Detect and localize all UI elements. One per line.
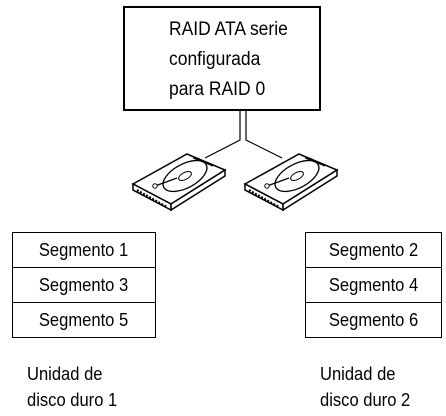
cable-to-drive-2 [245, 111, 283, 159]
table-row: Segmento 4 [305, 267, 442, 303]
table-row: Segmento 2 [305, 232, 442, 268]
drive-2-label-line-1: Unidad de [320, 364, 396, 384]
segment-cell: Segmento 2 [305, 232, 442, 268]
table-row: Segmento 1 [12, 232, 156, 268]
drive-2-segment-table: Segmento 2 Segmento 4 Segmento 6 [305, 232, 442, 338]
segment-cell: Segmento 6 [305, 302, 442, 338]
raid-controller-box: RAID ATA serie configurada para RAID 0 [123, 6, 321, 111]
table-row: Segmento 6 [305, 302, 442, 338]
segment-cell: Segmento 4 [305, 267, 442, 303]
drive-1-label-line-1: Unidad de [27, 364, 103, 384]
segment-cell: Segmento 5 [12, 302, 156, 338]
cable-lines [204, 111, 283, 159]
hard-drive-2-icon [243, 153, 339, 212]
table-row: Segmento 3 [12, 267, 156, 303]
controller-label-line-1: RAID ATA serie [169, 19, 288, 40]
drive-2-label-line-2: disco duro 2 [320, 390, 411, 410]
drive-1-segment-table: Segmento 1 Segmento 3 Segmento 5 [12, 232, 156, 338]
drive-1-label-line-2: disco duro 1 [27, 390, 118, 410]
hard-drive-1-icon [131, 153, 227, 212]
segment-cell: Segmento 1 [12, 232, 156, 268]
controller-label-line-3: para RAID 0 [169, 79, 266, 100]
table-row: Segmento 5 [12, 302, 156, 338]
cable-to-drive-1 [204, 111, 241, 159]
controller-label-line-2: configurada [169, 49, 261, 70]
segment-cell: Segmento 3 [12, 267, 156, 303]
